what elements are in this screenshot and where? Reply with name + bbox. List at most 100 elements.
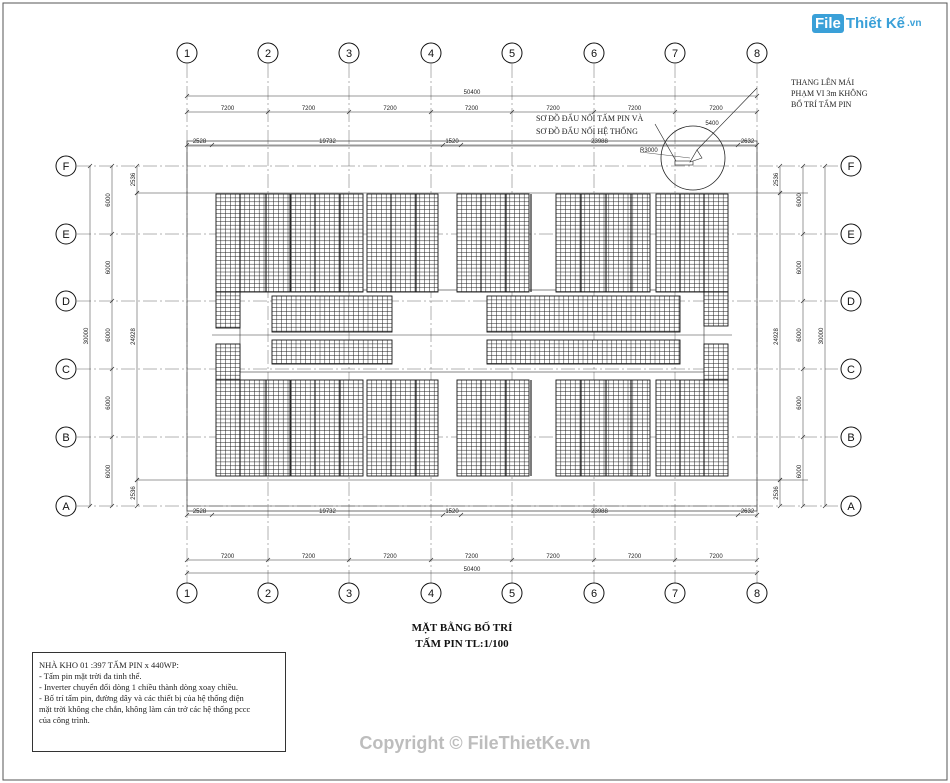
dimension-label: 7200	[383, 554, 397, 560]
panel-group	[290, 379, 364, 477]
panel-group	[366, 379, 439, 477]
dimension-label: 7200	[709, 106, 723, 112]
dimension-label: 1520	[445, 509, 459, 515]
bubble-circle	[176, 42, 198, 64]
grid-label-col: 1	[184, 588, 190, 600]
diagram-leader-line	[654, 123, 677, 162]
dimension-tick	[800, 366, 806, 372]
dimension-tick	[672, 557, 678, 563]
dimension-tick	[109, 366, 115, 372]
dimension-label-extra: 5400	[705, 121, 719, 127]
dimension-label: 2632	[741, 139, 755, 145]
panel-group	[555, 379, 651, 477]
dimension-tick	[134, 477, 140, 483]
grid-label-row: F	[63, 161, 70, 173]
dimension-tick	[754, 109, 760, 115]
dimension-label: 7200	[709, 554, 723, 560]
grid-bubble-col: 2	[257, 42, 279, 64]
dimension-tick	[109, 163, 115, 169]
radius-line	[639, 151, 691, 159]
dimension-label: 1520	[445, 139, 459, 145]
dimension-label: 6000	[106, 396, 112, 410]
dimension-tick	[754, 512, 760, 518]
ladder-note-3: BỐ TRÍ TẤM PIN	[791, 99, 852, 109]
grid-bubble-row: E	[840, 223, 862, 245]
grid-label-col: 4	[428, 588, 434, 600]
bubble-circle	[55, 155, 77, 177]
dimension-tick	[800, 163, 806, 169]
grid-bubble-row: C	[840, 358, 862, 380]
grid-bubble-col: 7	[664, 582, 686, 604]
grid-bubble-col: 3	[338, 42, 360, 64]
ladder-detail: R3000	[639, 87, 758, 191]
logo-prefix: File	[812, 14, 844, 33]
dimension-tick	[109, 503, 115, 509]
site-logo: File Thiết Kế .vn	[812, 14, 921, 33]
bubble-circle	[338, 582, 360, 604]
dimension-label: 19732	[319, 139, 336, 145]
dimension-tick	[184, 512, 190, 518]
solar-panel-array	[215, 193, 729, 477]
panel-group	[655, 379, 729, 477]
panel-group	[290, 193, 364, 293]
note-line: - Tấm pin mặt trời đa tinh thể.	[39, 671, 142, 681]
dimension-tick	[777, 163, 783, 169]
dimension-tick	[134, 190, 140, 196]
panel-group	[215, 343, 241, 381]
grid-label-row: B	[62, 432, 69, 444]
grid-label-col: 2	[265, 48, 271, 60]
dimension-tick	[800, 231, 806, 237]
grid-bubble-col: 7	[664, 42, 686, 64]
dimension-label: 2632	[741, 509, 755, 515]
bubble-circle	[420, 582, 442, 604]
dimension-tick	[346, 109, 352, 115]
grid-label-row: B	[847, 432, 854, 444]
panel-block	[215, 379, 291, 477]
grid-label-col: 6	[591, 48, 597, 60]
bubble-circle	[55, 290, 77, 312]
note-line: - Inverter chuyển đổi dòng 1 chiều thành…	[39, 682, 238, 692]
grid-label-col: 8	[754, 48, 760, 60]
dimension-label: 2528	[193, 139, 207, 145]
dimension-tick	[822, 503, 828, 509]
dimension-label: 2536	[131, 486, 137, 500]
dimension-tick	[754, 570, 760, 576]
panel-group	[486, 339, 681, 365]
grid-label-row: E	[62, 229, 69, 241]
dimension-label: 7200	[302, 554, 316, 560]
panel-block	[555, 193, 651, 293]
dimension-tick	[109, 231, 115, 237]
dimension-tick	[735, 142, 741, 148]
panel-block	[290, 379, 364, 477]
panel-group	[215, 291, 241, 329]
panel-group	[366, 193, 439, 293]
dimension-label: 7200	[221, 106, 235, 112]
grid-bubble-col: 8	[746, 42, 768, 64]
panel-group	[655, 193, 729, 293]
dimension-tick	[87, 163, 93, 169]
dimension-tick	[754, 557, 760, 563]
dimension-label: 30000	[84, 327, 90, 344]
dimension-label: 19732	[319, 509, 336, 515]
dimension-tick	[209, 512, 215, 518]
logo-name: Thiết Kế	[845, 15, 906, 32]
dimension-label: 6000	[797, 260, 803, 274]
bubble-circle	[420, 42, 442, 64]
grid-bubble-col: 2	[257, 582, 279, 604]
bubble-circle	[840, 155, 862, 177]
dimension-tick	[777, 190, 783, 196]
dimension-tick	[184, 570, 190, 576]
dimension-label: 7200	[465, 554, 479, 560]
bubble-circle	[501, 42, 523, 64]
grid-label-col: 7	[672, 588, 678, 600]
bubble-circle	[176, 582, 198, 604]
dimension-label: 2536	[131, 172, 137, 186]
dimension-label: 7200	[221, 554, 235, 560]
note-line: của công trình.	[39, 715, 90, 725]
dimension-tick	[735, 512, 741, 518]
panel-block	[366, 379, 439, 477]
bubble-circle	[840, 495, 862, 517]
